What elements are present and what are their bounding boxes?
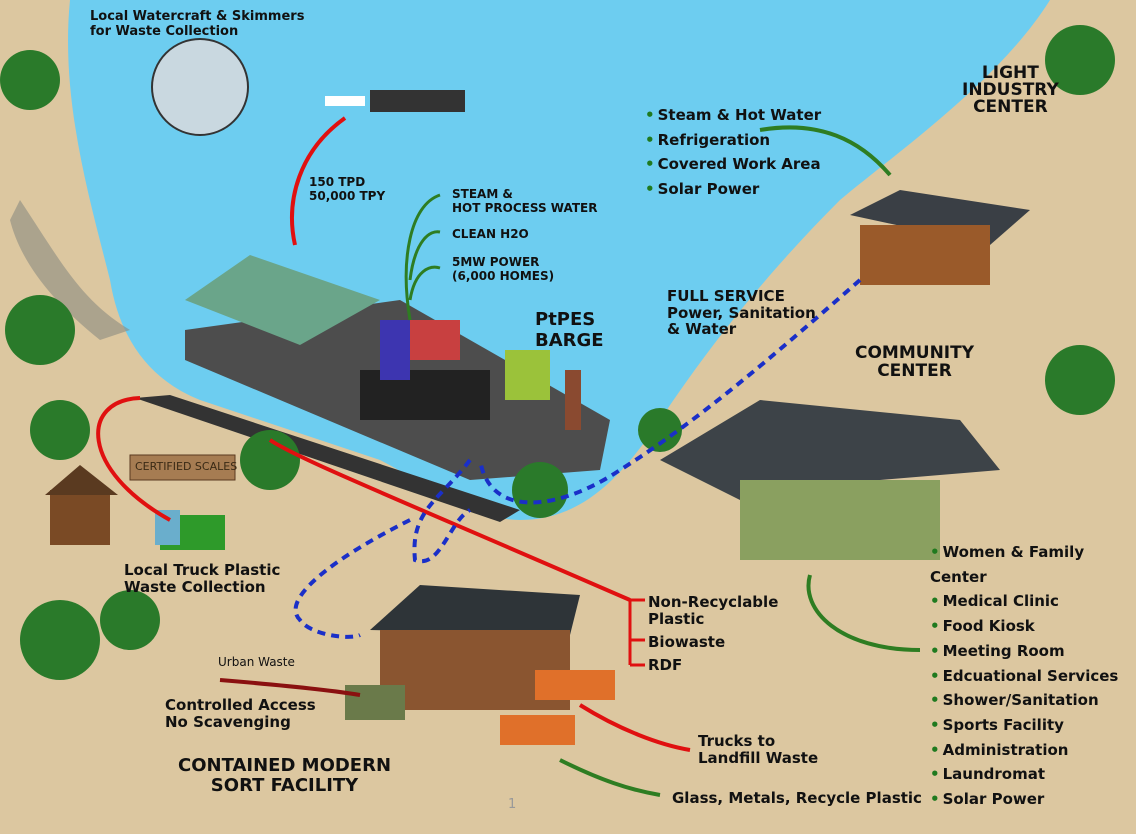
biowaste-label: Biowaste [648,633,726,651]
sort-facility-building [345,585,615,745]
watercraft-label: Local Watercraft & Skimmers for Waste Co… [90,9,305,39]
community-services-list: Women & Family Center Medical Clinic Foo… [930,540,1136,812]
list-item: Laundromat [930,762,1136,787]
list-item: Shower/Sanitation [930,688,1136,713]
pier [135,395,520,522]
trucks-landfill-label: Trucks to Landfill Waste [698,732,819,768]
scales-sign-text: CERTIFIED SCALES [135,460,238,473]
page-number: 1 [508,797,517,812]
community-center-building [660,400,1000,560]
list-item: Solar Power [645,177,821,202]
list-item: Food Kiosk [930,614,1136,639]
industry-features-list: Steam & Hot Water Refrigeration Covered … [645,103,822,202]
palm-trees [0,25,1115,680]
recycle-label: Glass, Metals, Recycle Plastic [672,789,922,807]
non-recyclable-label: Non-Recyclable Plastic [648,593,779,629]
steam-output-label: STEAM & HOT PROCESS WATER [452,187,598,215]
scales-sign [129,454,236,481]
list-item: Administration [930,738,1136,763]
light-industry-building [850,190,1030,285]
tonnage-label: 150 TPD 50,000 TPY [309,175,386,203]
list-item: Solar Power [930,787,1136,812]
local-truck-label: Local Truck Plastic Waste Collection [124,561,281,597]
light-industry-title: LIGHT INDUSTRY CENTER [962,63,1059,117]
list-item: Medical Clinic [930,589,1136,614]
hut [45,465,118,545]
list-item: Edcuational Services [930,664,1136,689]
list-item: Covered Work Area [645,152,821,177]
controlled-access-label: Controlled Access No Scavenging [165,696,316,732]
debris-shore [10,200,130,340]
tuk-tuk-truck [155,510,225,550]
power-output-label: 5MW POWER (6,000 HOMES) [452,255,555,283]
barge-title: PtPES BARGE [535,309,604,351]
boats [325,90,465,112]
list-item: Steam & Hot Water [645,103,822,128]
urban-waste-label: Urban Waste [218,655,295,669]
rdf-label: RDF [648,656,683,674]
clean-water-output-label: CLEAN H2O [452,227,529,241]
full-service-label: FULL SERVICE Power, Sanitation & Water [667,287,816,338]
list-item: Sports Facility [930,713,1136,738]
watercraft-inset [151,38,249,136]
barge [185,255,610,480]
community-center-title: COMMUNITY CENTER [855,343,975,381]
sort-facility-title: CONTAINED MODERN SORT FACILITY [178,755,392,796]
list-item: Meeting Room [930,639,1136,664]
list-item: Refrigeration [645,128,821,153]
list-item: Women & Family Center [930,540,1136,589]
